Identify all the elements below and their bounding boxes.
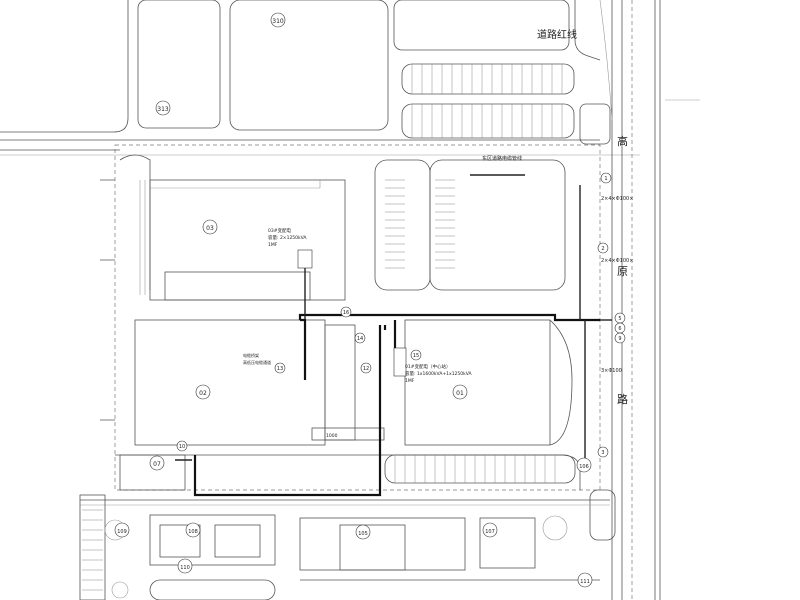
circuit-10: 10 (179, 444, 185, 450)
building-108-label: 108 (188, 529, 198, 535)
cable-spec-1: 2×4×Φ100× (601, 196, 633, 202)
sub01-capacity: 容量: 1x1600kVA+1x1250kVA (405, 370, 473, 377)
road-name-3: 路 (617, 393, 628, 406)
substation-03-mark (297, 249, 313, 269)
cable-spec-2: 2×4×Φ100× (601, 258, 633, 264)
top-area (0, 0, 640, 156)
east-road-note: 东区道路电缆管线 (482, 155, 522, 162)
circuit-tags: 13 12 15 16 14 10 1 2 5 6 9 3 (176, 172, 626, 458)
circuit-16: 16 (343, 310, 349, 316)
sub03-title: 03#变配电 (268, 227, 291, 234)
bottom-area (79, 494, 610, 600)
sub01-units: 1MF (405, 378, 415, 384)
building-109-label: 109 (117, 529, 127, 535)
building-03-label: 03 (206, 225, 214, 232)
building-110-label: 110 (180, 565, 190, 571)
circuit-1: 1 (604, 176, 607, 182)
circuit-2: 2 (601, 246, 604, 252)
cable-routes (175, 174, 612, 497)
cable-trench (311, 427, 385, 441)
building-105-label: 105 (358, 531, 368, 537)
road-name-1: 高 (617, 134, 628, 148)
circuit-12: 12 (363, 366, 369, 372)
right-road (599, 0, 700, 600)
circuit-15: 15 (413, 353, 419, 359)
building-310-label: 310 (272, 18, 284, 25)
circuit-9: 9 (618, 336, 621, 342)
building-02 (134, 319, 356, 446)
building-01-label: 01 (456, 390, 464, 397)
building-111-label: 111 (580, 579, 590, 585)
building-03 (139, 179, 346, 301)
annotations: 道路红线 高 原 路 东区道路电缆管线 2×4×Φ100× 2×4×Φ100× … (243, 28, 633, 439)
site-boundary (114, 144, 601, 491)
sub03-capacity: 容量: 2×1250kVA (268, 234, 307, 241)
road-name-2: 原 (617, 265, 628, 278)
road-red-line-label: 道路红线 (537, 28, 577, 41)
main-cable-note-2: 高低压电缆通道 (243, 359, 271, 365)
building-106-label: 106 (579, 464, 589, 470)
circuit-13: 13 (277, 366, 283, 372)
circuit-6: 6 (618, 326, 621, 332)
cable-spec-3: 3×Φ100 (601, 368, 622, 374)
sub03-units: 1MF (268, 242, 278, 248)
circuit-3: 3 (601, 450, 604, 456)
building-01 (404, 319, 573, 446)
building-tags: 310 313 03 02 01 07 108 109 105 107 106 … (114, 12, 593, 588)
building-107-label: 107 (485, 529, 495, 535)
building-02-label: 02 (199, 390, 207, 397)
circuit-5: 5 (618, 316, 621, 322)
building-07-label: 07 (153, 461, 161, 468)
circuit-14: 14 (357, 336, 363, 342)
trench-length: 1000 (326, 433, 338, 439)
building-313-label: 313 (157, 106, 169, 113)
main-cable-note-1: 电缆桥架 (243, 352, 259, 358)
sub01-title: 01#变配电（中心站） (405, 363, 451, 370)
substation-01-mark (393, 347, 407, 377)
